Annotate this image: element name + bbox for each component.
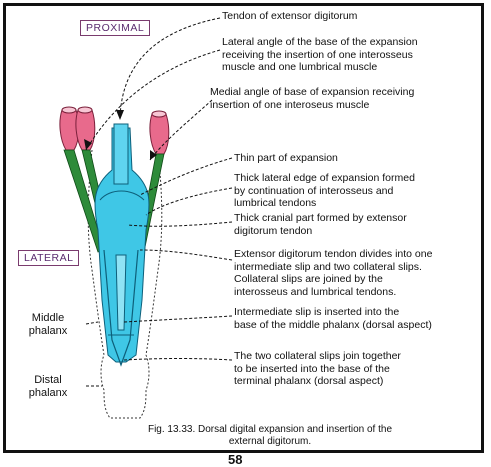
tag-proximal: PROXIMAL <box>80 20 150 36</box>
tag-lateral: LATERAL <box>18 250 79 266</box>
right-interosseus-muscle <box>150 111 169 154</box>
leader-collateral-join <box>124 359 232 361</box>
callout-medial-angle: Medial angle of base of expansion receiv… <box>210 86 414 111</box>
callout-thin-part: Thin part of expansion <box>234 152 338 165</box>
leader-thick-lateral-edge <box>146 188 232 215</box>
intermediate-slip <box>116 255 126 330</box>
callout-intermediate-slip: Intermediate slip is inserted into the b… <box>234 306 432 331</box>
callout-collateral-join: The two collateral slips join together t… <box>234 350 401 388</box>
figure-caption: Fig. 13.33. Dorsal digital expansion and… <box>70 424 470 448</box>
callout-lateral-angle: Lateral angle of the base of the expansi… <box>222 36 418 74</box>
label-middle-phalanx: Middle phalanx <box>18 312 78 338</box>
callout-divides: Extensor digitorum tendon divides into o… <box>234 248 432 298</box>
callout-tendon-extensor: Tendon of extensor digitorum <box>222 10 357 23</box>
callout-thick-cranial: Thick cranial part formed by extensor di… <box>234 212 407 237</box>
callout-thick-lateral-edge: Thick lateral edge of expansion formed b… <box>234 172 415 210</box>
leader-divides <box>140 250 232 260</box>
extensor-digitorum-tendon <box>114 124 128 184</box>
leader-middle-phalanx <box>86 322 98 324</box>
label-distal-phalanx: Distal phalanx <box>18 374 78 400</box>
